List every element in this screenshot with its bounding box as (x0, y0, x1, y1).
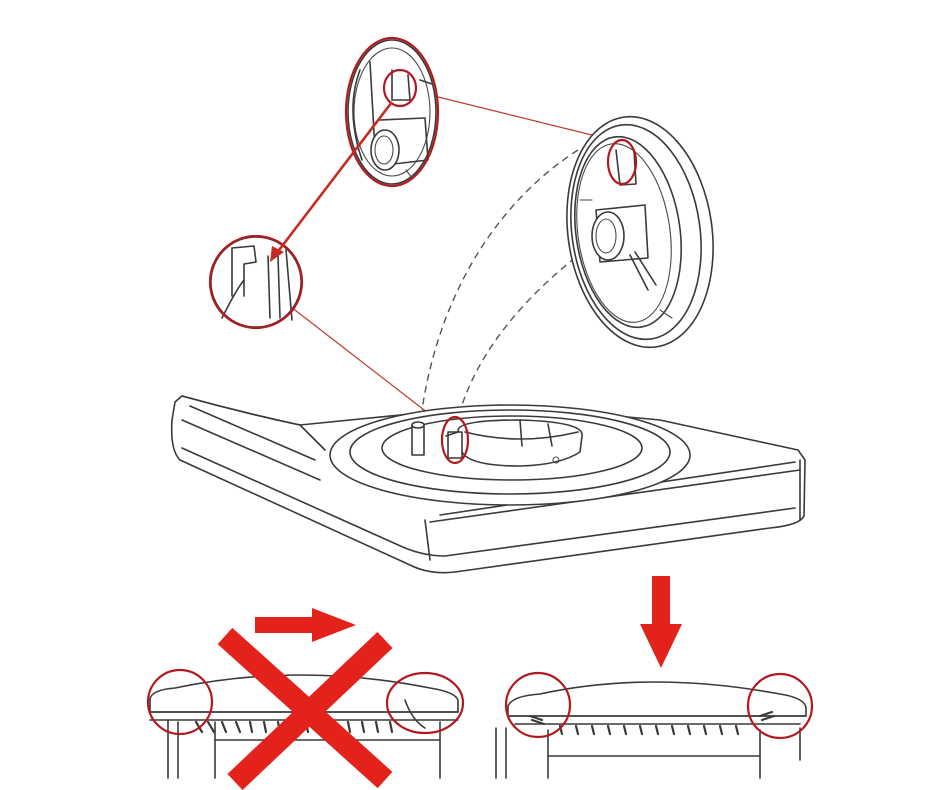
base-tray (170, 395, 806, 574)
correct-vent-slots (528, 710, 776, 736)
clip-detail-callout (208, 234, 304, 330)
incorrect-right-callout (385, 671, 465, 735)
callout-leader-lines (281, 94, 613, 431)
clip-detail-magnified (210, 236, 302, 328)
correct-side-view (495, 681, 807, 779)
disc-detail-magnified (347, 39, 437, 185)
correct-installation (495, 576, 814, 779)
incorrect-left-callout (146, 668, 214, 736)
base-clip-callout (440, 415, 470, 465)
exploded-assembly (170, 36, 806, 574)
red-x-cross-icon (217, 627, 393, 790)
correct-right-callout (746, 672, 814, 740)
disc-detail-callout (344, 36, 440, 188)
red-down-arrow-icon (640, 576, 682, 668)
rotating-disc (566, 115, 714, 349)
disc-latch-callout (606, 138, 638, 186)
dashed-assembly-path (421, 149, 586, 431)
red-right-arrow-icon (255, 608, 356, 642)
incorrect-installation (146, 608, 465, 790)
correct-left-callout (504, 671, 572, 739)
disc-latch-callout-small (382, 68, 418, 108)
red-diagonal-arrow-icon (270, 101, 394, 262)
